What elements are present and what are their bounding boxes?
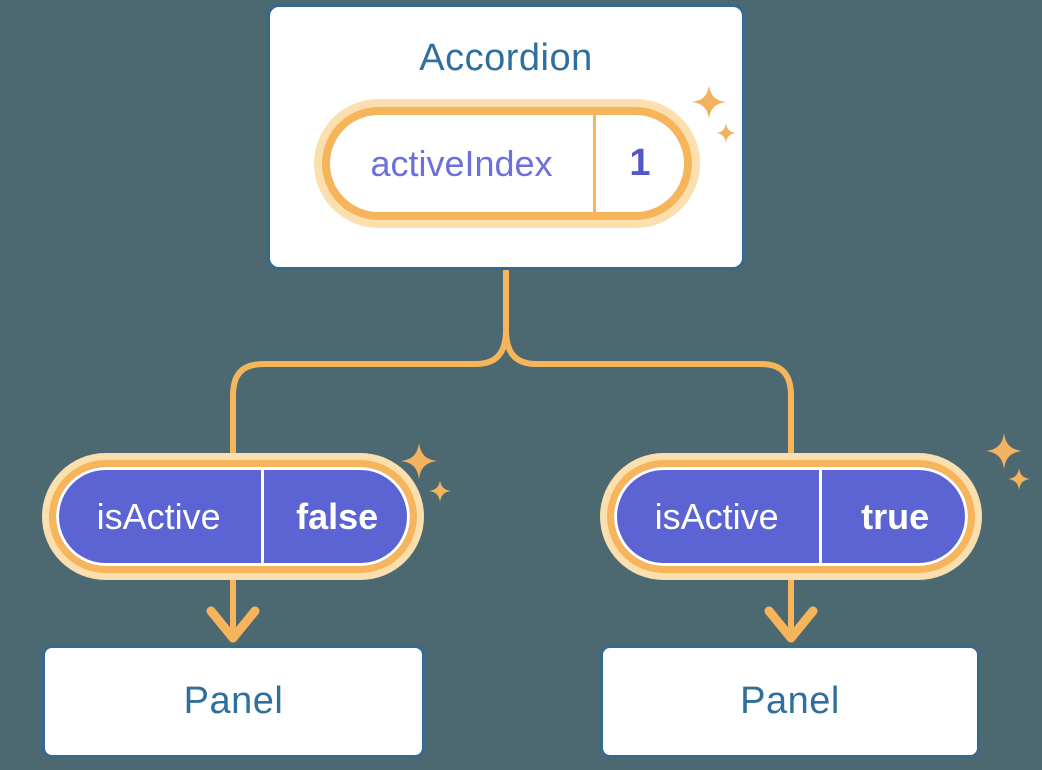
arrow-down-icon: [764, 606, 818, 643]
panel-title: Panel: [740, 680, 840, 722]
prop-pill-isactive-left: isActive false: [49, 460, 417, 573]
panel-card-right: Panel: [600, 645, 980, 758]
panel-title: Panel: [183, 680, 284, 722]
arrow-down-icon: [206, 606, 260, 643]
prop-pill-value: true: [861, 495, 930, 537]
prop-pill-label: isActive: [654, 495, 779, 537]
panel-card-left: Panel: [42, 645, 425, 758]
pill-divider: [819, 470, 823, 563]
prop-pill-isactive-right: isActive true: [607, 460, 975, 573]
state-pill-label: activeIndex: [370, 142, 553, 184]
state-pill-activeindex: activeIndex 1: [322, 107, 692, 220]
prop-pill-label: isActive: [96, 495, 221, 537]
sparkle-icon: [986, 433, 1030, 490]
accordion-card: Accordion activeIndex 1: [267, 4, 745, 270]
connector-right: [503, 267, 794, 633]
prop-pill-value: false: [296, 495, 379, 537]
pill-divider: [593, 115, 596, 212]
state-pill-value: 1: [629, 142, 651, 184]
accordion-title: Accordion: [419, 37, 593, 79]
connector-left: [230, 267, 509, 633]
